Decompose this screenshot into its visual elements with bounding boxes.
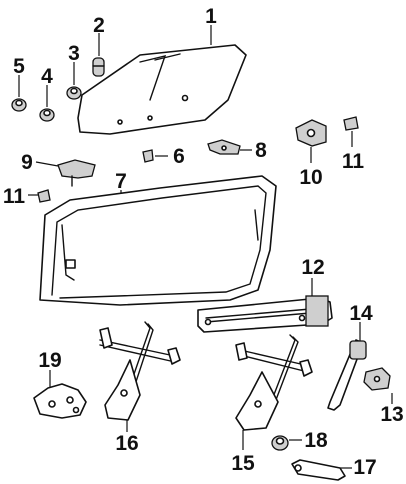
callout-8: 8 bbox=[255, 139, 267, 162]
leader-9 bbox=[35, 161, 59, 167]
callout-15: 15 bbox=[231, 452, 255, 475]
callout-9: 9 bbox=[21, 151, 33, 174]
knob-part-18[interactable] bbox=[271, 435, 289, 451]
lock-assembly-part-19[interactable] bbox=[33, 383, 87, 419]
bolt-part-11-left[interactable] bbox=[37, 189, 51, 203]
bolt-part-11-right[interactable] bbox=[343, 116, 359, 131]
crank-handle-part-17[interactable] bbox=[291, 459, 346, 481]
callout-11-right: 11 bbox=[342, 150, 365, 173]
callout-13: 13 bbox=[380, 403, 403, 426]
callout-1: 1 bbox=[205, 5, 217, 28]
callout-17: 17 bbox=[353, 456, 376, 479]
door-shell bbox=[39, 175, 277, 306]
callout-18: 18 bbox=[304, 429, 328, 452]
callout-4: 4 bbox=[41, 65, 53, 88]
callout-19: 19 bbox=[38, 349, 61, 372]
bracket-part-9[interactable] bbox=[57, 159, 96, 187]
grommet-part-4[interactable] bbox=[39, 108, 55, 122]
clip-part-6[interactable] bbox=[142, 149, 154, 163]
callout-3: 3 bbox=[68, 42, 80, 65]
callout-2: 2 bbox=[93, 14, 105, 37]
glass-stop-part[interactable] bbox=[92, 57, 105, 77]
regulator-part-16[interactable] bbox=[99, 321, 181, 421]
callout-5: 5 bbox=[13, 55, 25, 78]
callout-11-left: 11 bbox=[3, 185, 26, 208]
regulator-part-15[interactable] bbox=[235, 334, 313, 431]
actuator-part-10[interactable] bbox=[295, 119, 327, 147]
guide-bracket-part-8[interactable] bbox=[207, 139, 241, 155]
grommet-part-5[interactable] bbox=[11, 98, 27, 112]
callout-7: 7 bbox=[115, 170, 127, 193]
grommet-part-3[interactable] bbox=[66, 86, 82, 100]
callout-16: 16 bbox=[115, 432, 138, 455]
callout-6: 6 bbox=[173, 145, 185, 168]
callout-10: 10 bbox=[299, 166, 322, 189]
motor-part-14[interactable] bbox=[327, 339, 367, 411]
callout-12: 12 bbox=[301, 256, 324, 279]
bracket-part-13[interactable] bbox=[363, 367, 391, 391]
regulator-track-part-12[interactable] bbox=[197, 295, 333, 333]
callout-14: 14 bbox=[349, 302, 373, 325]
door-glass-part[interactable] bbox=[77, 44, 247, 135]
